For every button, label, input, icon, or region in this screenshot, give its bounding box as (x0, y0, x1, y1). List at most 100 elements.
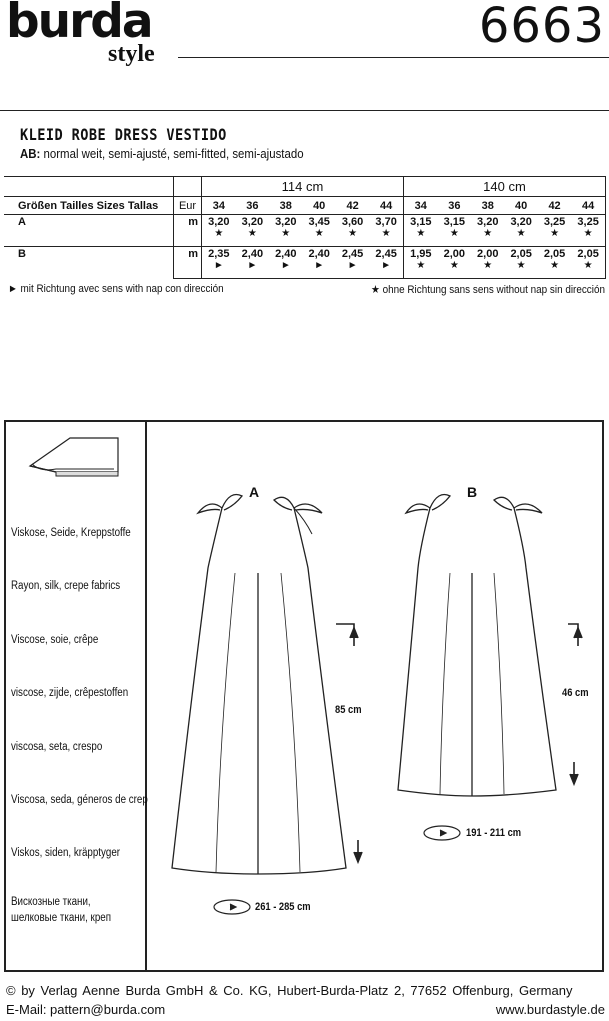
nap-symbol: ★ (483, 228, 493, 239)
nap-symbol: ★ (516, 228, 526, 239)
yardage-value: 3,15 (443, 216, 466, 228)
yardage-value: 3,25 (543, 216, 566, 228)
row-label: B (4, 246, 174, 279)
yardage-value: 3,20 (510, 216, 532, 228)
size-header-140-36: 36 (437, 196, 472, 215)
size-header-140-40: 40 (504, 196, 538, 215)
size-header-140-34: 34 (402, 196, 438, 215)
pattern-number: 6663 (478, 0, 605, 54)
nap-symbol: ★ (516, 260, 526, 271)
yardage-cell: 3,20★ (269, 215, 302, 247)
row-unit: m (173, 214, 202, 247)
dress-a-label: A (249, 484, 260, 500)
nap-symbol: ★ (550, 228, 560, 239)
yardage-cell: 3,20★ (471, 215, 504, 247)
fabric-recommendation: Viskose, Seide, Kreppstoffe (11, 527, 131, 539)
nap-symbol: ★ (314, 228, 324, 239)
frame-divider (145, 420, 147, 972)
yardage-value: 2,05 (510, 248, 532, 260)
nap-symbol: ★ (550, 260, 560, 271)
size-header-114-44: 44 (369, 196, 404, 215)
yardage-cell: 3,20★ (504, 215, 537, 247)
nap-symbol: ★ (583, 260, 593, 271)
nap-symbol: ★ (247, 228, 257, 239)
yardage-cell: 3,45★ (302, 215, 335, 247)
page-subtitle: AB: normal weit, semi-ajusté, semi-fitte… (20, 146, 304, 162)
dress-a-length: 85 cm (335, 704, 362, 716)
dress-b-drawing (397, 493, 557, 797)
nap-symbol: ★ (281, 228, 291, 239)
nap-symbol: ★ (416, 228, 426, 239)
brand-logo: burda (6, 0, 154, 49)
yardage-value: 3,20 (208, 216, 230, 228)
fabric-recommendation: шелковые ткани, креп (11, 912, 111, 924)
nap-symbol: ► (314, 260, 325, 271)
yardage-cell: 3,70★ (369, 215, 403, 247)
yardage-value: 3,20 (275, 216, 297, 228)
dress-illustrations (171, 493, 583, 915)
dress-a-drawing (171, 493, 347, 875)
nap-symbol: ► (247, 260, 258, 271)
yardage-value: 2,05 (543, 248, 566, 260)
nap-symbol: ★ (449, 260, 459, 271)
nap-symbol: ► (280, 260, 291, 271)
size-header-140-42: 42 (537, 196, 572, 215)
eur-label: Eur (173, 196, 202, 215)
yardage-value: 2,05 (577, 248, 599, 260)
dress-a-hem: 261 - 285 cm (255, 901, 311, 913)
subtitle-text: normal weit, semi-ajusté, semi-fitted, s… (43, 146, 304, 161)
brand-logo-sub: style (108, 41, 155, 67)
subtitle-prefix: AB: (20, 146, 41, 161)
section-rule (0, 110, 609, 111)
page-title: KLEID ROBE DRESS VESTIDO (20, 125, 227, 144)
dress-b-hem: 191 - 211 cm (466, 827, 522, 839)
row-unit: m (173, 246, 202, 279)
yardage-value: 2,00 (443, 248, 466, 260)
yardage-value: 2,45 (341, 248, 364, 260)
row-label: A (18, 216, 26, 228)
yardage-cell: 2,35► (200, 246, 236, 279)
yardage-cell: 1,95★ (402, 246, 438, 279)
legend-without-nap: ★ ohne Richtung sans sens without nap si… (371, 284, 605, 296)
nap-symbol: ► (347, 260, 358, 271)
yardage-value: 2,40 (275, 248, 297, 260)
nap-symbol: ★ (483, 260, 493, 271)
yardage-value: 2,35 (208, 248, 230, 260)
yardage-cell: 2,05★ (504, 246, 538, 279)
nap-symbol: ► (213, 260, 224, 271)
website-link: www.burdastyle.de (495, 1002, 605, 1017)
dress-b-label: B (467, 484, 478, 500)
header-rule (178, 57, 609, 58)
fabric-recommendation: Viscose, soie, crêpe (11, 634, 99, 646)
yardage-cell: 2,45► (335, 246, 370, 279)
folded-fabric-icon (28, 437, 119, 477)
yardage-value: 3,15 (410, 216, 432, 228)
yardage-value: 3,45 (308, 216, 330, 228)
length-arrows (336, 623, 583, 865)
yardage-value: 2,40 (241, 248, 264, 260)
fabric-recommendation: viscose, zijde, crêpestoffen (11, 687, 129, 699)
yardage-table: 114 cm 140 cm Größen Tailles Sizes Talla… (4, 176, 607, 279)
size-header-114-42: 42 (335, 196, 370, 215)
yardage-value: 3,25 (577, 216, 599, 228)
nap-symbol: ★ (348, 228, 358, 239)
yardage-cell: 2,00★ (437, 246, 472, 279)
yardage-cell: 3,15★ (402, 214, 438, 247)
fabric-recommendation: Viscosa, seda, géneros de crep (11, 794, 148, 806)
copyright-line: © by Verlag Aenne Burda GmbH & Co. KG, H… (6, 983, 573, 998)
yardage-cell: 3,25★ (538, 215, 571, 247)
illustration-frame (4, 420, 604, 972)
width-114-header: 114 cm (201, 176, 404, 197)
yardage-value: 2,40 (308, 248, 330, 260)
yardage-cell: 2,40► (269, 246, 303, 279)
yardage-cell: 2,45► (369, 246, 404, 279)
size-header-114-36: 36 (235, 196, 270, 215)
yardage-cell: 3,15★ (438, 215, 471, 247)
size-header-114-34: 34 (200, 196, 236, 215)
sizes-label: Größen Tailles Sizes Tallas (4, 196, 174, 215)
nap-symbol: ★ (449, 228, 459, 239)
legend-with-nap: ► mit Richtung avec sens with nap con di… (8, 283, 224, 295)
size-header-140-44: 44 (571, 196, 607, 215)
yardage-cell: 2,05★ (537, 246, 572, 279)
fabric-recommendation: Viskos, siden, kräpptyger (11, 847, 121, 859)
